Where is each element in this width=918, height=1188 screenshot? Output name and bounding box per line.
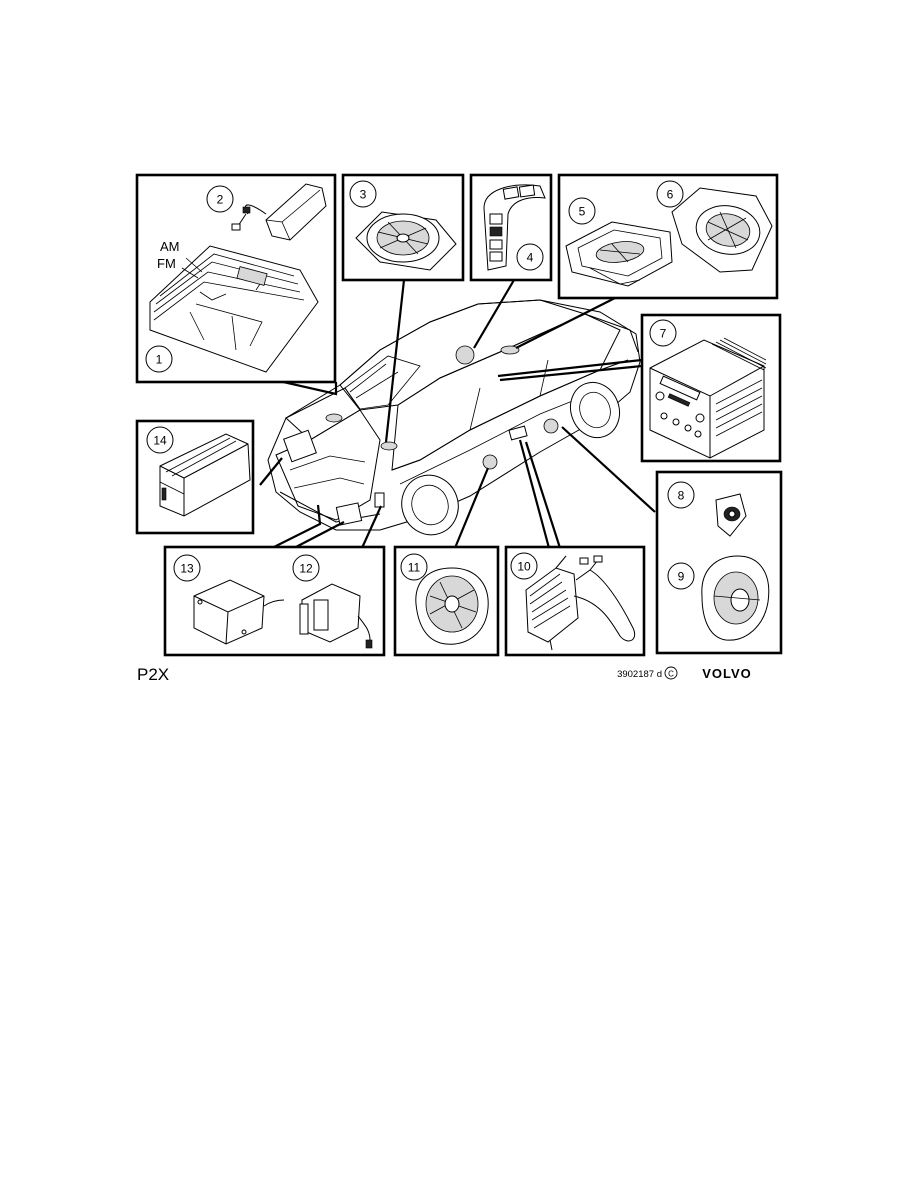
panel-speaker-3 [341, 173, 465, 282]
fm-label: FM [157, 256, 176, 271]
svg-text:13: 13 [180, 562, 194, 576]
svg-text:C: C [668, 670, 674, 679]
panel-modules-12-13 [163, 545, 386, 657]
svg-text:14: 14 [153, 434, 167, 448]
svg-text:12: 12 [299, 562, 313, 576]
callout-circle-6: 6 [656, 180, 684, 208]
callout-circle-9: 9 [667, 562, 695, 590]
model-label: P2X [137, 665, 169, 684]
callout-circle-1: 1 [145, 345, 173, 373]
callout-circle-3: 3 [349, 180, 377, 208]
panel-radio-unit [640, 313, 782, 463]
callout-circle-10: 10 [510, 552, 538, 580]
callout-circle-8: 8 [667, 481, 695, 509]
callout-circle-12: 12 [292, 554, 320, 582]
svg-text:2: 2 [217, 193, 224, 207]
callout-circle-5: 5 [568, 197, 596, 225]
callout-circle-13: 13 [173, 554, 201, 582]
svg-text:1: 1 [156, 353, 163, 367]
panel-cd-changer [135, 419, 255, 535]
svg-text:4: 4 [527, 251, 534, 265]
svg-text:10: 10 [517, 560, 531, 574]
panel-speaker-11 [393, 545, 500, 657]
callout-circle-7: 7 [649, 319, 677, 347]
callout-circle-11: 11 [400, 553, 428, 581]
volvo-wordmark: VOLVO [702, 666, 752, 681]
panel-speakers-5-6 [557, 173, 779, 300]
svg-text:5: 5 [579, 205, 586, 219]
svg-text:8: 8 [678, 489, 685, 503]
reference-number: 3902187 d [617, 669, 662, 680]
svg-text:11: 11 [408, 561, 421, 575]
car-illustration [267, 299, 641, 536]
callout-circle-2: 2 [206, 185, 234, 213]
am-label: AM [160, 239, 180, 254]
svg-text:6: 6 [667, 188, 674, 202]
panel-antenna: AM FM [135, 173, 337, 384]
callout-circle-14: 14 [146, 426, 174, 454]
svg-text:3: 3 [360, 188, 367, 202]
callout-circle-4: 4 [516, 243, 544, 271]
callout-lines [259, 279, 656, 549]
copyright-icon: C [664, 666, 678, 680]
svg-text:9: 9 [678, 570, 685, 584]
svg-text:7: 7 [660, 327, 667, 341]
